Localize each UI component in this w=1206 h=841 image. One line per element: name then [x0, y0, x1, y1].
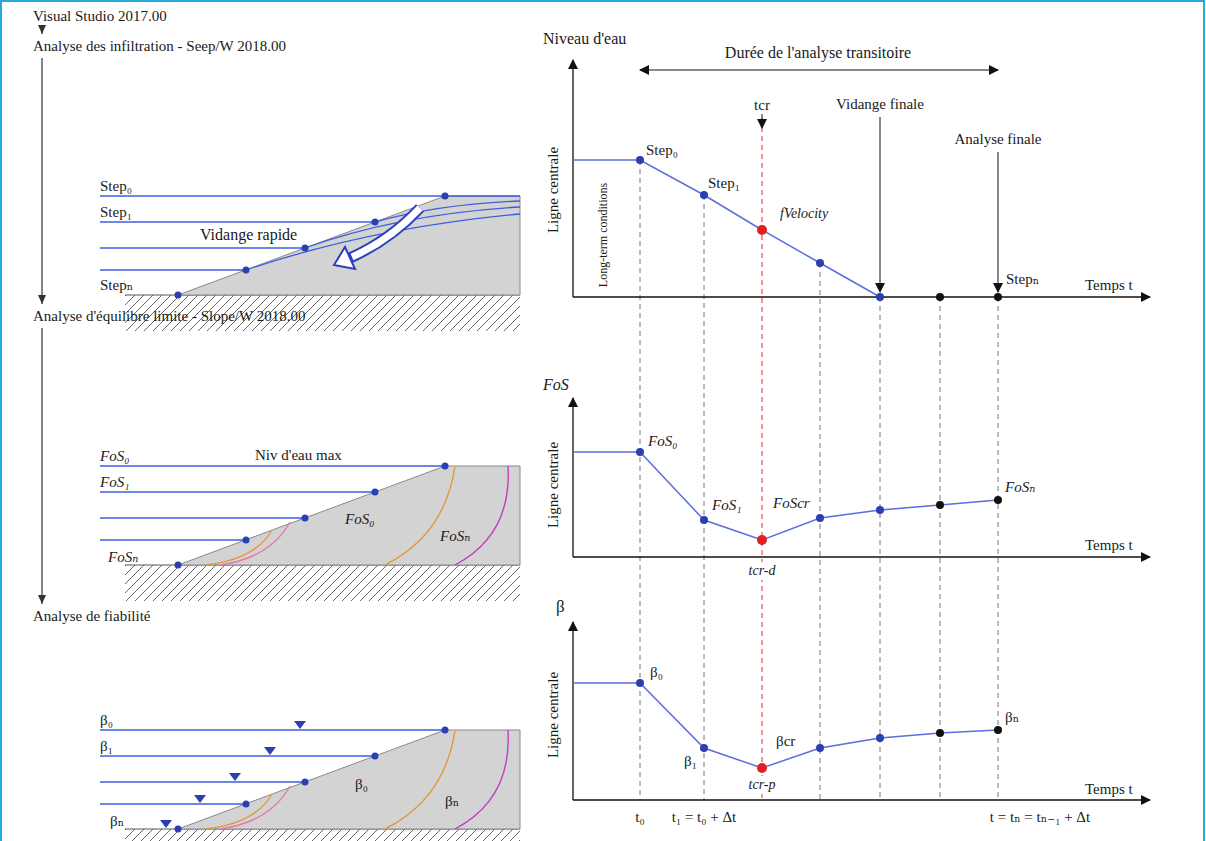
axis-title: β: [556, 598, 565, 616]
flow-arrow: [41, 58, 42, 304]
heading-text: Analyse de fiabilité: [33, 608, 150, 624]
time-label: tcr-p: [747, 776, 778, 794]
heading-text: Analyse d'équilibre limite - Slope/W 201…: [33, 308, 305, 324]
axis-label: Temps t: [1085, 780, 1133, 798]
axis-title: FoS: [543, 376, 569, 394]
step-label: Stepₙ: [1006, 270, 1039, 288]
fos-label: FoSₙ: [440, 527, 470, 545]
event-label: Vidange finale: [836, 95, 924, 113]
time-tick: t₁ = t₀ + Δt: [672, 808, 737, 826]
beta-label: β₀: [355, 775, 368, 793]
axis-label: Ligne centrale: [544, 147, 562, 233]
heading-text: Analyse des infiltration - Seep/W 2018.0…: [33, 38, 286, 54]
fos-label: FoScr: [773, 494, 810, 512]
beta-label: β₁: [684, 752, 697, 770]
flow-arrow: [41, 328, 42, 604]
water-level-label: Niv d'eau max: [255, 446, 342, 464]
flow-arrow: [41, 28, 42, 34]
flow-label: Vidange rapide: [200, 226, 297, 244]
fos-label: FoS₁: [100, 473, 129, 491]
step-label: Step₁: [708, 174, 740, 192]
beta-label: βₙ: [110, 812, 124, 830]
step-heading: Analyse des infiltration - Seep/W 2018.0…: [30, 36, 289, 56]
duration-label: Durée de l'analyse transitoire: [725, 44, 911, 62]
axis-label: Ligne centrale: [544, 442, 562, 528]
step-heading: Analyse de fiabilité: [30, 606, 153, 626]
axis-label: Temps t: [1085, 276, 1133, 294]
time-label: tcr-d: [747, 562, 778, 580]
fos-label: FoS₁: [712, 496, 741, 514]
beta-label: β₀: [100, 711, 113, 729]
fos-label: FoS₀: [100, 447, 129, 465]
step-label: Stepₙ: [100, 276, 133, 294]
time-tick: t = tₙ = tₙ₋₁ + Δt: [990, 808, 1090, 826]
axis-label: Ligne centrale: [544, 672, 562, 758]
fos-label: FoSₙ: [108, 548, 138, 566]
step-heading: Visual Studio 2017.00: [30, 6, 170, 26]
time-tick: t₀: [635, 808, 644, 826]
step-label: Step₀: [646, 141, 678, 159]
fos-label: FoSₙ: [1005, 478, 1035, 496]
fos-label: FoS₀: [648, 432, 677, 450]
velocity-label: fVelocity: [780, 205, 828, 223]
event-label: Analyse finale: [954, 130, 1041, 148]
beta-label: β₁: [100, 737, 113, 755]
heading-text: Visual Studio 2017.00: [33, 8, 167, 24]
step-heading: Analyse d'équilibre limite - Slope/W 201…: [30, 306, 308, 326]
fos-label: FoS₀: [345, 510, 374, 528]
beta-label: βcr: [776, 732, 795, 750]
step-label: Step₀: [100, 177, 132, 195]
beta-label: β₀: [650, 663, 663, 681]
time-label: tcr: [754, 96, 770, 114]
step-label: Step₁: [100, 203, 132, 221]
beta-label: βₙ: [1005, 708, 1019, 726]
condition-label: Long-term conditions: [594, 183, 612, 287]
axis-title: Niveau d'eau: [543, 30, 626, 48]
axis-label: Temps t: [1085, 536, 1133, 554]
beta-label: βₙ: [445, 792, 459, 810]
